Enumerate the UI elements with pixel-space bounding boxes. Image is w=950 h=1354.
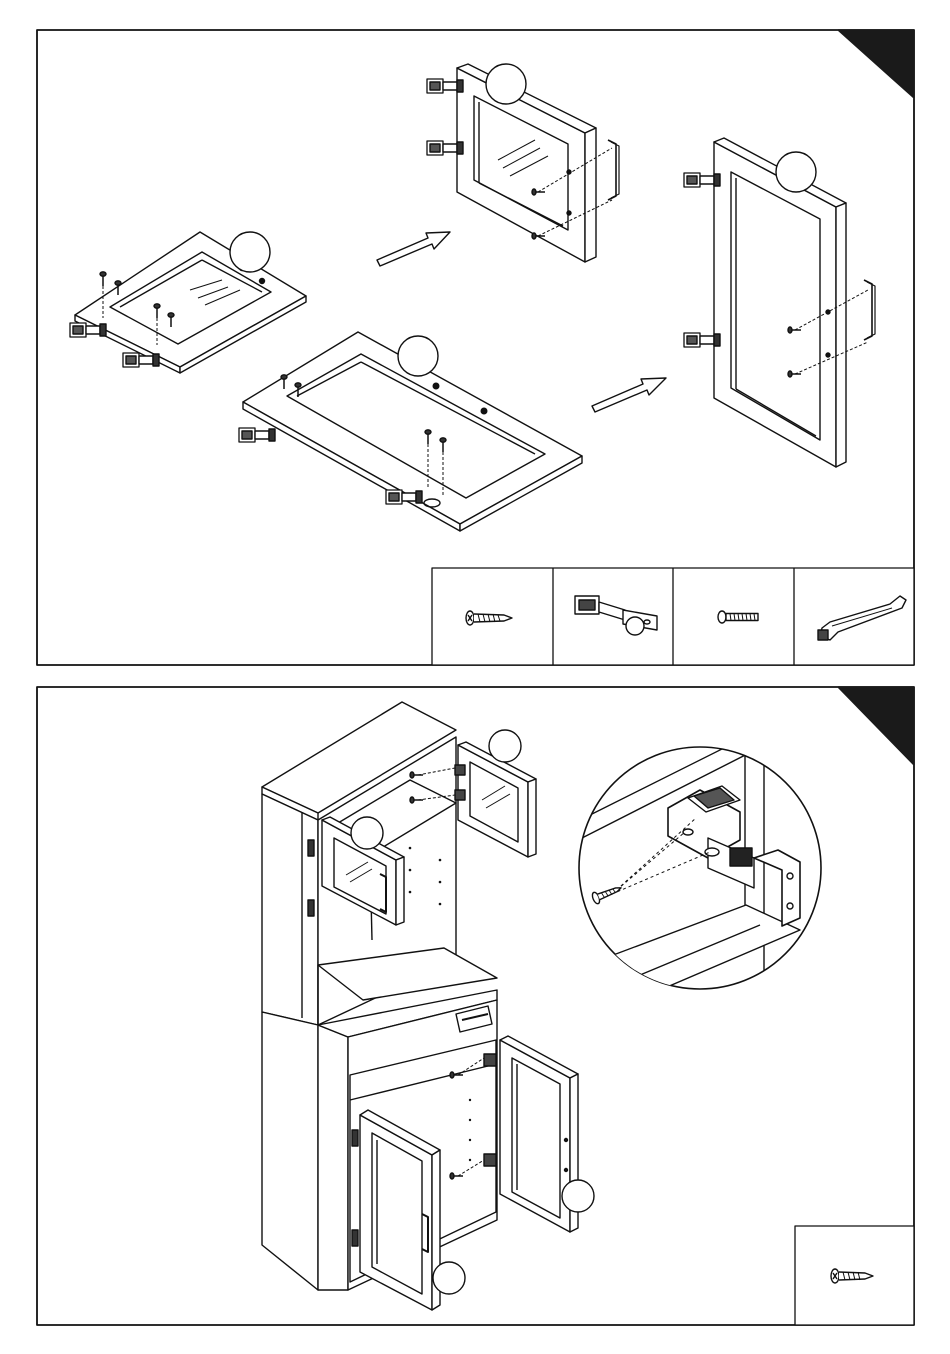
small-door-upright bbox=[427, 64, 619, 262]
tall-door-upright bbox=[684, 138, 875, 467]
callout-circle bbox=[486, 64, 526, 104]
step-panel-bottom bbox=[37, 687, 914, 1325]
tall-door-flat bbox=[239, 332, 582, 531]
callout-circle bbox=[398, 336, 438, 376]
corner-tab-top bbox=[838, 30, 914, 98]
callout-circle bbox=[489, 730, 521, 762]
hinge-detail-view bbox=[579, 730, 821, 1000]
parts-panel-top bbox=[432, 568, 914, 665]
callout-circle bbox=[351, 817, 383, 849]
assembly-arrow bbox=[377, 232, 450, 266]
step-panel-top bbox=[37, 30, 914, 665]
callout-circle bbox=[433, 1262, 465, 1294]
callout-circle bbox=[562, 1180, 594, 1212]
assembly-arrow bbox=[592, 378, 666, 412]
callout-circle bbox=[776, 152, 816, 192]
parts-panel-bottom bbox=[795, 1226, 914, 1325]
pantry-cabinet bbox=[262, 702, 578, 1310]
small-door-flat bbox=[70, 232, 306, 373]
callout-circle bbox=[230, 232, 270, 272]
corner-tab-bottom bbox=[838, 687, 914, 765]
